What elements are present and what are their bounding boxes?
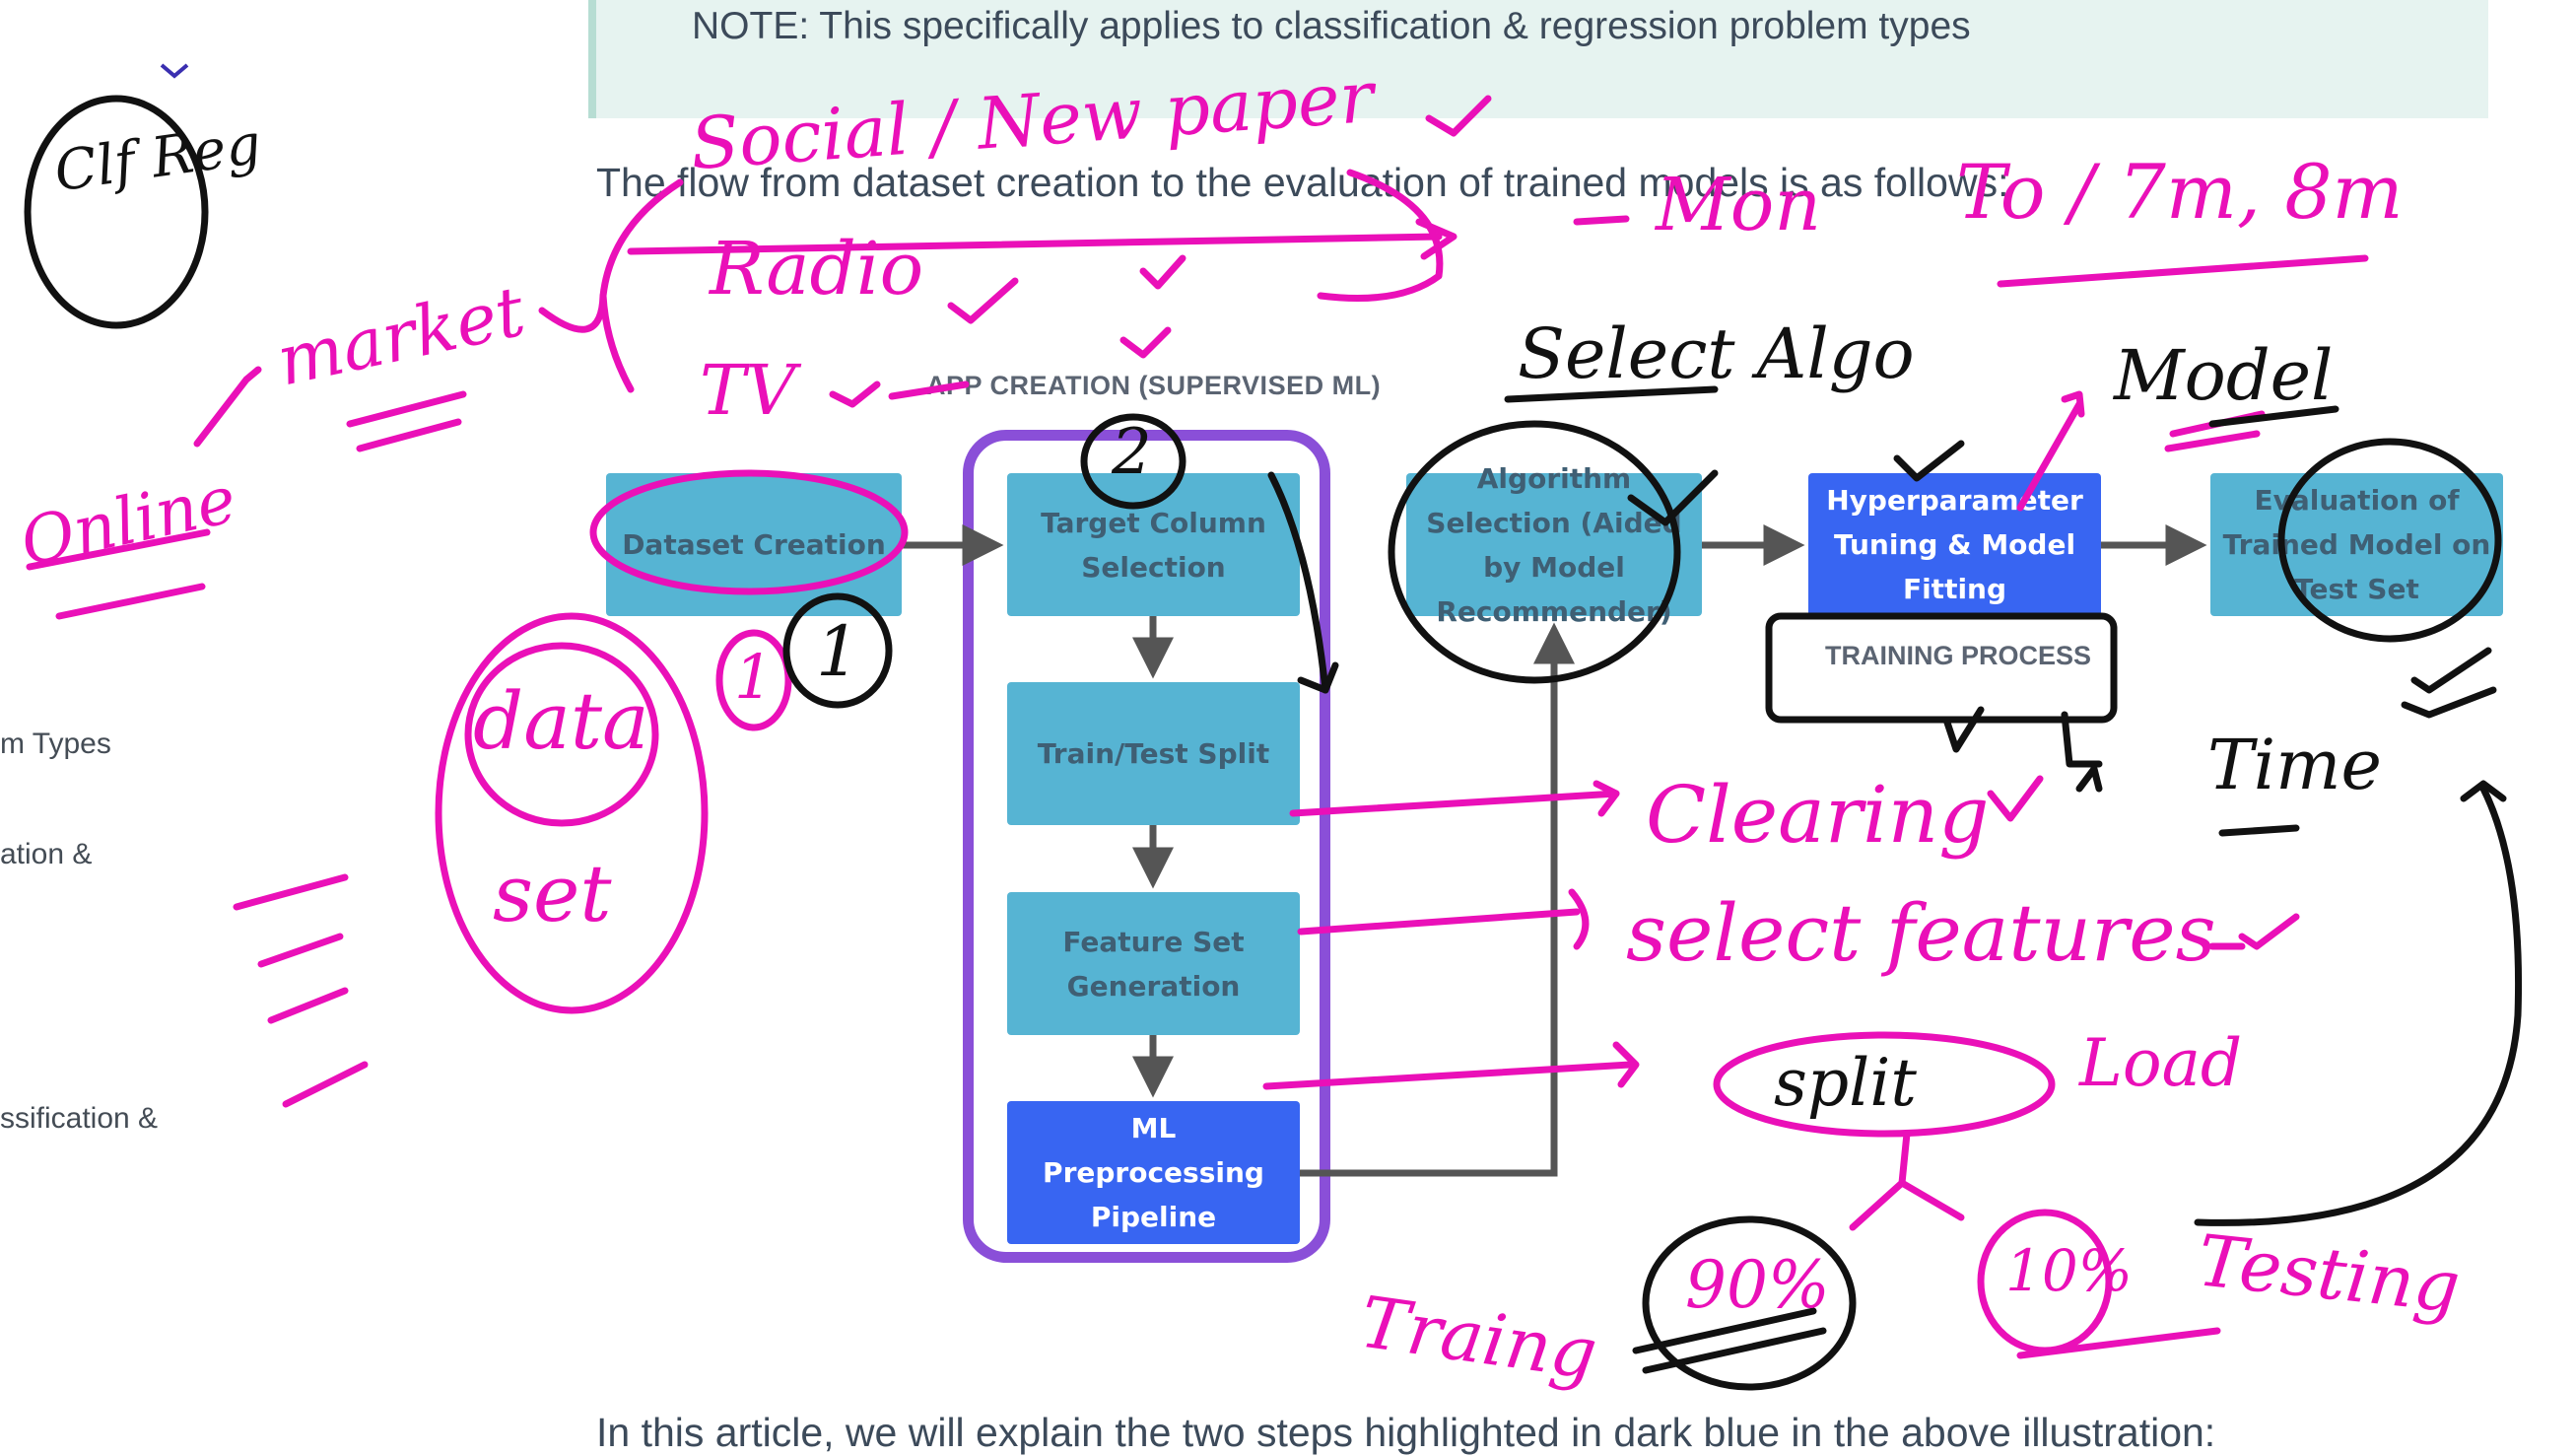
step-evaluation: Evaluation of Trained Model on Test Set xyxy=(2210,473,2503,616)
ink-num-2: 2 xyxy=(1112,416,1152,489)
sidebar-item-classification[interactable]: ation & xyxy=(0,838,93,870)
diagram-title: APP CREATION (SUPERVISED ML) xyxy=(926,371,1382,400)
step-train-test-split: Train/Test Split xyxy=(1007,682,1300,825)
ink-data: data xyxy=(473,675,649,767)
flow-intro-text: The flow from dataset creation to the ev… xyxy=(596,160,2009,205)
ink-select-features: select features xyxy=(1626,887,2216,979)
ink-set: set xyxy=(493,848,612,939)
ink-training: Traing xyxy=(1355,1280,1602,1396)
step-dataset-creation: Dataset Creation xyxy=(606,473,902,616)
ink-tv: TV xyxy=(700,350,796,431)
step-target-column: Target Column Selection xyxy=(1007,473,1300,616)
ink-split: split xyxy=(1774,1045,1917,1121)
ink-10-percent: 10% xyxy=(2005,1237,2133,1304)
ink-cleaning: Clearing xyxy=(1646,769,1990,861)
sidebar-item-problem-types[interactable]: m Types xyxy=(0,728,111,760)
ink-to-7m: To / 7m, 8m xyxy=(1956,148,2404,236)
chevron-down-icon[interactable] xyxy=(158,59,191,83)
ink-testing: Testing xyxy=(2194,1218,2465,1329)
ink-time: Time xyxy=(2207,725,2382,805)
note-callout: NOTE: This specifically applies to class… xyxy=(588,0,2488,118)
closing-text: In this article, we will explain the two… xyxy=(596,1410,2216,1455)
ink-num-1: 1 xyxy=(816,611,860,692)
ink-select-algo: Select Algo xyxy=(1518,313,1915,394)
step-algorithm-selection: Algorithm Selection (Aided by Model Reco… xyxy=(1406,462,1702,628)
ink-model: Model xyxy=(2114,335,2334,416)
step-hyperparameter-tuning: Hyperparameter Tuning & Model Fitting xyxy=(1808,473,2101,616)
ink-load: Load xyxy=(2079,1025,2243,1101)
ink-clf-reg: Clf Reg xyxy=(50,111,265,205)
ink-market: market xyxy=(270,270,532,402)
ink-radio: Radio xyxy=(710,227,924,312)
ink-90-percent: 90% xyxy=(1685,1247,1830,1323)
note-text: NOTE: This specifically applies to class… xyxy=(692,5,1971,47)
ink-mon: Mon xyxy=(1656,163,1821,247)
sidebar-item-classification-2[interactable]: ssification & xyxy=(0,1102,159,1135)
step-ml-preprocessing: ML Preprocessing Pipeline xyxy=(1007,1101,1300,1244)
step-feature-set: Feature Set Generation xyxy=(1007,892,1300,1035)
ink-online: Online xyxy=(14,460,243,582)
training-process-label: TRAINING PROCESS xyxy=(1825,641,2092,670)
ink-num-1-pink: 1 xyxy=(734,641,774,713)
